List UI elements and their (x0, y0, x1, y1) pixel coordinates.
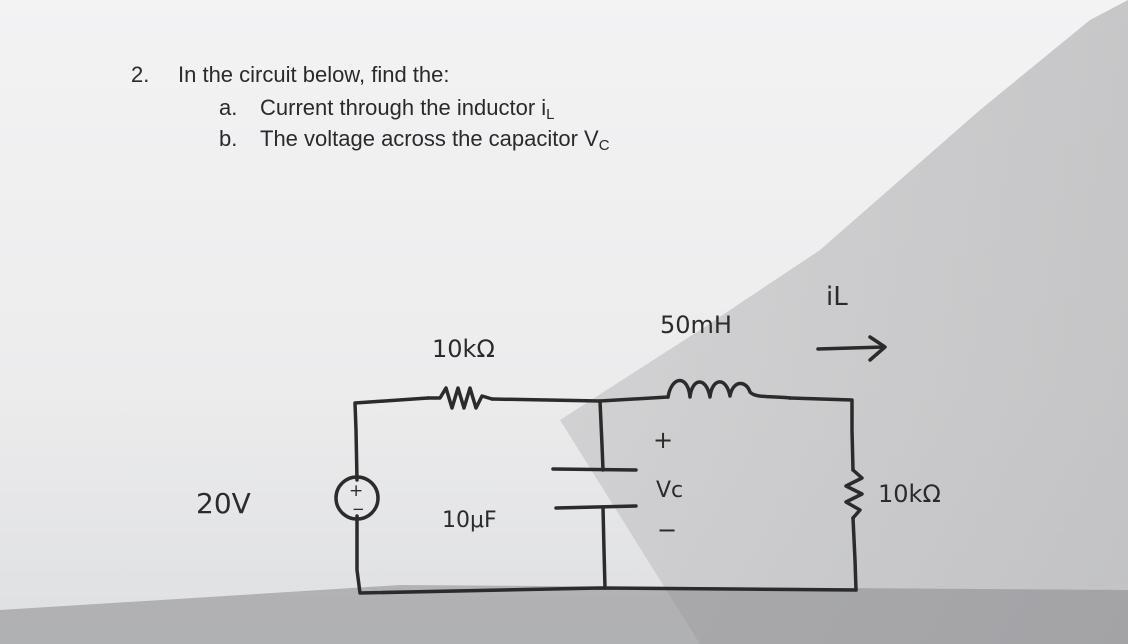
vc-plus: + (653, 426, 673, 454)
wire-right-lower (851, 516, 858, 592)
wire-left-upper (353, 396, 430, 482)
resistor-2-symbol (844, 468, 864, 520)
source-plus: + (349, 481, 363, 501)
inductor-label: 50mH (660, 311, 732, 339)
item-a-text: Current through the inductor iL (260, 95, 555, 123)
inductor-symbol (666, 378, 792, 400)
current-arrow (816, 335, 887, 362)
item-a-body: Current through the inductor i (260, 95, 547, 120)
voltage-source-symbol (334, 475, 380, 521)
vc-label: Vc (656, 478, 683, 503)
item-a-subscript: L (546, 106, 555, 123)
capacitor-wire-bottom (601, 505, 607, 590)
wire-top-right (788, 396, 855, 472)
source-minus: − (352, 500, 365, 518)
question-prompt: In the circuit below, find the: (178, 62, 450, 87)
item-b-body: The voltage across the capacitor V (260, 126, 599, 151)
item-b-text: The voltage across the capacitor VC (260, 126, 610, 154)
resistor-1-symbol (426, 386, 494, 410)
capacitor-wire-top (598, 399, 605, 472)
resistor-2-label: 10kΩ (878, 480, 941, 508)
resistor-1-label: 10kΩ (432, 335, 495, 363)
source-label: 20V (196, 487, 251, 520)
question-number: 2. (131, 62, 150, 87)
item-b-marker: b. (219, 126, 238, 151)
wire-top-middle (490, 395, 670, 403)
vc-minus: − (657, 516, 677, 544)
current-label: iL (826, 282, 848, 312)
item-b-subscript: C (598, 137, 610, 154)
item-a-marker: a. (219, 95, 238, 120)
capacitor-plate-top (551, 467, 638, 472)
capacitor-plate-bottom (554, 504, 638, 510)
wire-bottom (355, 514, 858, 595)
capacitor-label: 10μF (442, 508, 497, 533)
